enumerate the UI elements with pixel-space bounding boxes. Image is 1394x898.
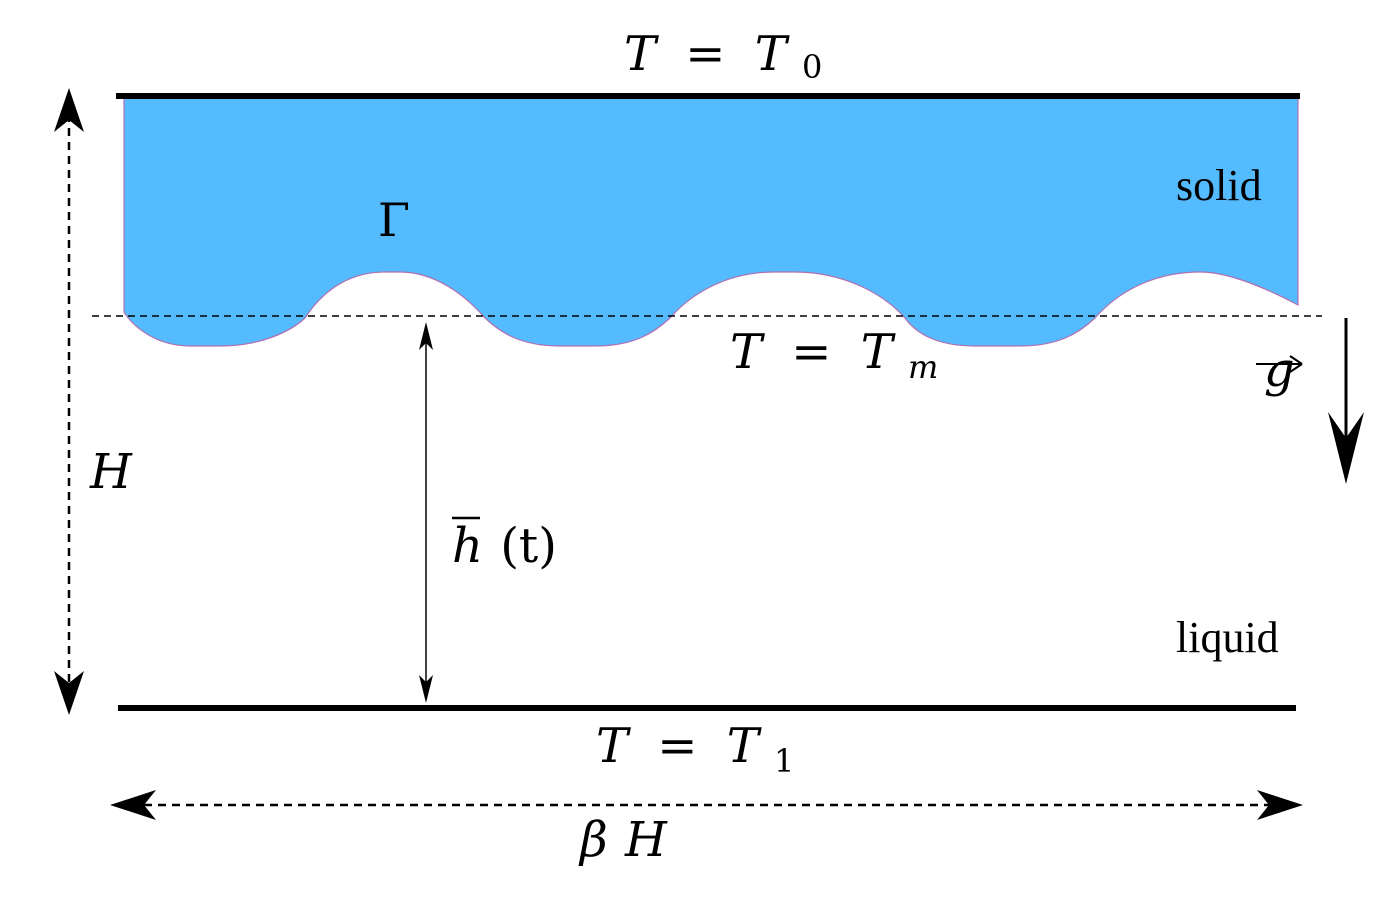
melting-temperature-label: T = T m [730,324,938,386]
gravity-arrow-head [1328,412,1364,484]
hbar-arrow-head-top [419,322,433,350]
gravity-label: g [1264,342,1295,398]
bottom-temperature-label: T = T 1 [596,718,794,780]
top-temperature-label: T = T 0 [624,26,822,86]
gravity-vector-tip [1289,355,1303,373]
solid-region [123,95,1299,347]
height-label: H [89,444,133,500]
hbar-arrow-head-bottom [419,675,433,703]
liquid-label: liquid [1176,613,1279,662]
width-arrow-head-right [1257,790,1303,820]
solid-label: solid [1176,161,1262,210]
height-arrow-head-top [54,88,84,132]
mean-height-label: h (t) [452,518,557,574]
width-arrow-head-left [110,790,156,820]
height-arrow-head-bottom [54,671,84,715]
width-label: β H [578,812,668,868]
interface-gamma-label: Γ [378,193,410,247]
